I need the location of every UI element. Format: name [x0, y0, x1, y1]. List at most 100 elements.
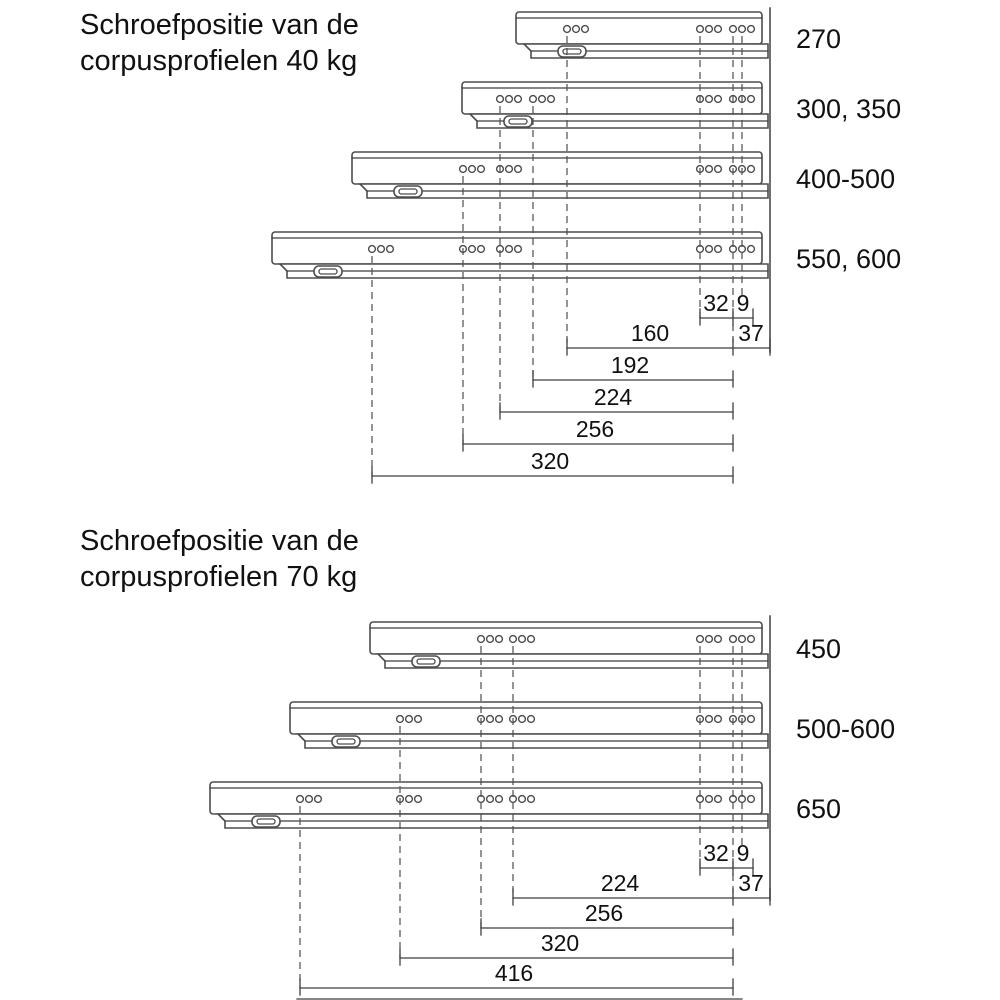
- latch: [313, 265, 343, 278]
- screw-hole: [513, 94, 523, 104]
- screw-hole: [485, 714, 495, 724]
- rail-length-label: 270: [796, 24, 841, 54]
- screw-hole: [746, 634, 756, 644]
- dimension-value: 256: [576, 416, 614, 442]
- rail-profile: [351, 151, 769, 199]
- section-title-line: Schroefpositie van de: [80, 9, 359, 41]
- screw-hole: [704, 24, 714, 34]
- screw-hole: [504, 244, 514, 254]
- screw-hole: [476, 244, 486, 254]
- screw-hole: [376, 244, 386, 254]
- latch-slot: [508, 118, 528, 125]
- screw-hole: [713, 164, 723, 174]
- rail-body: [515, 11, 763, 45]
- screw-hole: [746, 164, 756, 174]
- rail-profile: [515, 11, 769, 59]
- screw-hole: [467, 164, 477, 174]
- screw-hole: [404, 714, 414, 724]
- rail-length-label: 650: [796, 794, 841, 824]
- screw-hole: [737, 24, 747, 34]
- screw-hole: [704, 164, 714, 174]
- screw-hole: [517, 794, 527, 804]
- latch: [331, 735, 361, 748]
- screw-hole: [695, 24, 705, 34]
- screw-hole: [746, 714, 756, 724]
- rail-profile: [461, 81, 769, 129]
- screw-hole: [508, 634, 518, 644]
- dimension-value: 32: [703, 290, 729, 316]
- rail-profile: [209, 781, 769, 829]
- screw-hole: [404, 794, 414, 804]
- screw-hole: [526, 714, 536, 724]
- latch: [503, 115, 533, 128]
- dimension-value: 9: [737, 840, 750, 866]
- screw-hole: [485, 634, 495, 644]
- screw-hole: [537, 94, 547, 104]
- section-title-line: corpusprofielen 40 kg: [80, 45, 357, 77]
- dimension-value: 320: [541, 930, 579, 956]
- screw-hole: [713, 94, 723, 104]
- section-title-line: corpusprofielen 70 kg: [80, 561, 357, 593]
- dimension-value: 224: [594, 384, 633, 410]
- screw-hole: [713, 244, 723, 254]
- screw-hole: [728, 634, 738, 644]
- screw-hole: [494, 634, 504, 644]
- screw-hole: [494, 794, 504, 804]
- screw-hole: [295, 794, 305, 804]
- screw-hole: [485, 794, 495, 804]
- rail-length-label: 450: [796, 634, 841, 664]
- latch-slot: [318, 268, 338, 275]
- screw-hole: [395, 714, 405, 724]
- rail-profile: [369, 621, 769, 669]
- screw-hole: [737, 634, 747, 644]
- rail-length-label: 400-500: [796, 164, 895, 194]
- screw-hole: [704, 714, 714, 724]
- screw-hole: [304, 794, 314, 804]
- screw-hole: [476, 164, 486, 174]
- section-40kg: Schroefpositie van de corpusprofielen 40 …: [80, 7, 901, 484]
- section-title-line: Schroefpositie van de: [80, 525, 359, 557]
- screw-hole: [494, 714, 504, 724]
- screw-hole: [467, 244, 477, 254]
- screw-hole: [413, 714, 423, 724]
- screw-hole: [476, 634, 486, 644]
- dimension-value: 256: [585, 900, 623, 926]
- screw-hole: [580, 24, 590, 34]
- screw-hole: [704, 94, 714, 104]
- screw-hole: [385, 244, 395, 254]
- rail-length-label: 300, 350: [796, 94, 901, 124]
- latch: [393, 185, 423, 198]
- screw-hole: [713, 24, 723, 34]
- dimension-value: 37: [738, 870, 764, 896]
- screw-hole: [546, 94, 556, 104]
- screw-hole: [367, 244, 377, 254]
- screw-hole: [746, 94, 756, 104]
- dimension-value: 32: [703, 840, 729, 866]
- screw-hole: [513, 164, 523, 174]
- screw-hole: [517, 634, 527, 644]
- rail-profile: [271, 231, 769, 279]
- dimension-value: 9: [737, 290, 750, 316]
- rail-profile: [289, 701, 769, 749]
- latch-slot: [398, 188, 418, 195]
- screw-hole: [728, 24, 738, 34]
- rail-body: [209, 781, 763, 815]
- latch-slot: [336, 738, 356, 745]
- dimension-value: 224: [601, 870, 640, 896]
- latch: [251, 815, 281, 828]
- latch: [557, 45, 587, 58]
- rail-length-label: 550, 600: [796, 244, 901, 274]
- screw-hole: [562, 24, 572, 34]
- screw-hole: [526, 634, 536, 644]
- dimension-value: 160: [631, 320, 669, 346]
- screw-hole: [528, 94, 538, 104]
- latch-slot: [256, 818, 276, 825]
- section-70kg: Schroefpositie van de corpusprofielen 70 …: [80, 525, 895, 1000]
- screw-hole: [695, 634, 705, 644]
- latch-slot: [416, 658, 436, 665]
- screw-hole: [495, 94, 505, 104]
- screw-hole: [571, 24, 581, 34]
- screw-hole: [746, 244, 756, 254]
